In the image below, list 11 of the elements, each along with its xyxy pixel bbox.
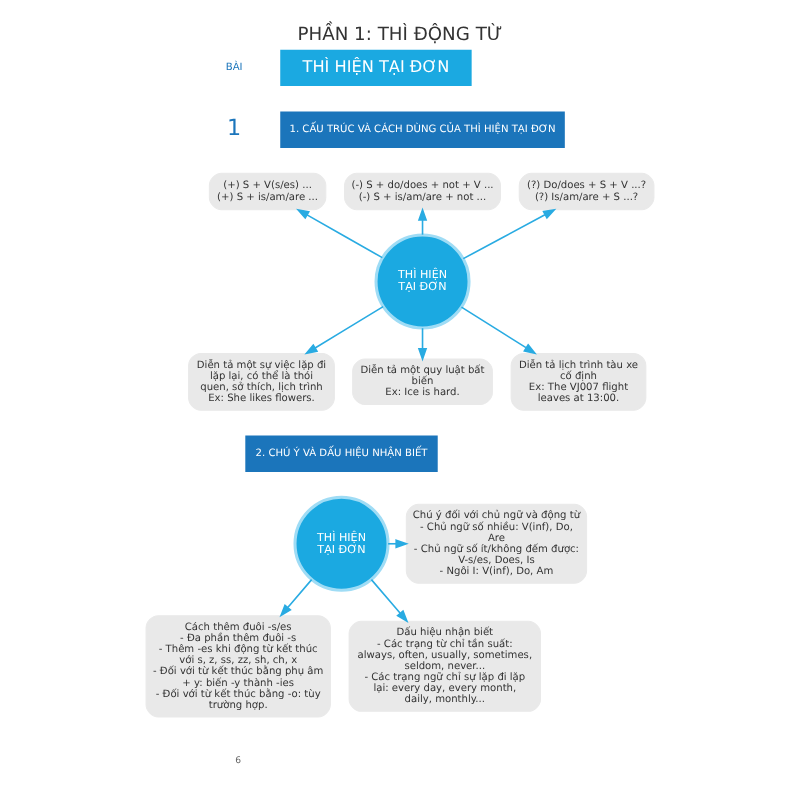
diagram-title: PHẦN 1: THÌ ĐỘNG TỪ [297,25,503,46]
arrow [462,208,557,260]
arrow [279,578,313,618]
label: THÌ HIỆN TẠI ĐƠN [302,55,450,76]
arrow [460,306,537,355]
arrow [387,539,409,549]
arrow [417,327,428,362]
arrow [296,208,384,259]
label: 1 [227,115,242,142]
arrow [304,305,384,355]
arrow [370,578,409,623]
